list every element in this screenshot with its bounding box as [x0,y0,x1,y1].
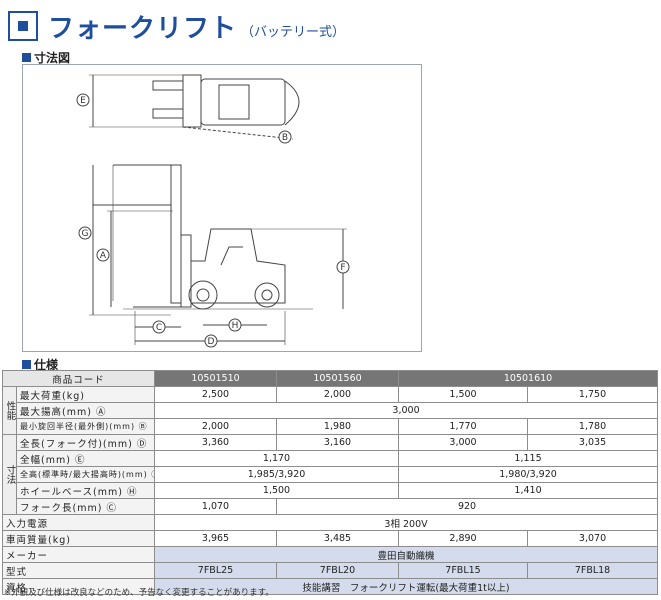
code-cell: 10501610 [398,370,659,387]
table-cell: 2,890 [398,530,529,547]
table-row: 車両質量(kg) 3,965 3,485 2,890 3,070 [1,530,659,547]
title-square-icon [8,11,38,41]
row-label: 最大荷重(kg) [15,386,156,403]
table-cell: 7FBL18 [527,562,659,579]
table-cell: 7FBL25 [154,562,278,579]
table-cell: 1,980 [276,418,400,435]
side-mast-raised [170,164,182,304]
table-cell: 3相 200V [154,514,659,531]
page-title: フォークリフト （バッテリー式） [8,6,345,46]
table-cell: 1,770 [398,418,529,435]
table-row: 最大揚高(mm) Ⓐ 3,000 [3,402,659,419]
table-cell: 3,000 [398,434,529,451]
top-fork-lower [152,108,184,119]
table-cell: 1,500 [398,386,529,403]
table-cell: 7FBL15 [398,562,529,579]
heading-square-icon [22,53,31,62]
table-cell: 2,500 [154,386,278,403]
table-cell: 3,035 [527,434,659,451]
footnote: ※外観及び仕様は改良などのため、予告なく変更することがあります。 [4,588,274,598]
dimension-diagram: E B G A F C H D [22,64,422,352]
table-cell: 技能講習 フォークリフト運転(最大荷重1t以上) [154,578,659,595]
table-row: 最小旋回半径(最外側)(mm) Ⓑ 2,000 1,980 1,770 1,78… [3,418,659,435]
row-label: ホイールベース(mm) Ⓗ [15,482,156,499]
table-cell: 1,500 [154,482,400,499]
table-row: 資格 技能講習 フォークリフト運転(最大荷重1t以上) [1,578,659,595]
row-label: 資格 [1,578,156,595]
top-counterweight [284,80,300,126]
table-cell: 1,985/3,920 [154,466,400,483]
table-cell: 1,780 [527,418,659,435]
header-code-label: 商品コード [1,370,156,387]
row-label: フォーク長(mm) Ⓒ [15,498,156,515]
row-label: 車両質量(kg) [1,530,156,547]
table-cell: 3,965 [154,530,278,547]
table-cell: 豊田自動織機 [154,546,659,563]
label-B: B [282,133,288,143]
table-cell: 7FBL20 [276,562,400,579]
table-cell: 1,170 [154,450,400,467]
title-main: フォークリフト [48,13,238,44]
label-G: G [82,229,89,239]
label-C: C [156,323,162,333]
row-label: 全幅(mm) Ⓔ [15,450,156,467]
side-seat [220,246,243,266]
table-row: 商品コード 10501510 10501560 10501610 [1,370,659,387]
row-label: 最大揚高(mm) Ⓐ [15,402,156,419]
table-row: ホイールベース(mm) Ⓗ 1,500 1,410 [3,482,659,499]
table-row: 性能 最大荷重(kg) 2,500 2,000 1,500 1,750 [2,386,659,435]
row-label: 入力電源 [1,514,156,531]
table-cell: 1,115 [398,450,659,467]
heading-square-icon [22,360,31,369]
table-row: 入力電源 3相 200V [1,514,659,531]
rear-wheel [254,282,280,308]
table-cell: 920 [276,498,659,515]
row-label: メーカー [1,546,156,563]
row-label: 全高(標準時/最大揚高時)(mm) Ⓕ/Ⓖ [15,466,156,483]
row-label: 最小旋回半径(最外側)(mm) Ⓑ [15,418,156,435]
label-H: H [232,321,239,331]
label-A: A [100,251,107,261]
table-row: 全高(標準時/最大揚高時)(mm) Ⓕ/Ⓖ 1,985/3,920 1,980/… [3,466,659,483]
label-D: D [208,337,215,347]
row-label: 全長(フォーク付)(mm) Ⓓ [15,434,156,451]
forklift-drawing: E B G A F C H D [76,74,350,348]
table-cell: 1,410 [398,482,659,499]
title-sub: （バッテリー式） [241,24,346,40]
table-row: 型式 7FBL25 7FBL20 7FBL15 7FBL18 [1,562,659,579]
table-cell: 3,000 [154,402,659,419]
table-row: メーカー 豊田自動織機 [1,546,659,563]
label-F: F [340,263,345,273]
table-cell: 1,070 [154,498,278,515]
table-cell: 2,000 [154,418,278,435]
code-cell: 10501560 [276,370,400,387]
table-row: フォーク長(mm) Ⓒ 1,070 920 [3,498,659,515]
category-performance: 性能 [2,386,17,435]
top-body [200,78,286,126]
top-turn-arc [182,126,294,140]
dims-heading: 寸法図 [22,49,70,66]
table-cell: 3,070 [527,530,659,547]
table-row: 全幅(mm) Ⓔ 1,170 1,115 [3,450,659,467]
category-dimensions: 寸法 [2,434,17,515]
top-fork-upper [152,80,184,91]
front-wheel [188,280,218,310]
label-E: E [80,96,86,106]
spec-heading: 仕様 [22,356,58,373]
top-mast [182,74,202,128]
top-seat [218,84,250,120]
table-row: 寸法 全長(フォーク付)(mm) Ⓓ 3,360 3,160 3,000 3,0… [2,434,659,515]
table-cell: 1,750 [527,386,659,403]
table-cell: 1,980/3,920 [398,466,659,483]
table-cell: 3,485 [276,530,400,547]
spec-table: 商品コード 10501510 10501560 10501610 性能 最大荷重… [1,370,659,595]
table-cell: 2,000 [276,386,400,403]
row-label: 型式 [1,562,156,579]
code-cell: 10501510 [154,370,278,387]
table-cell: 3,360 [154,434,278,451]
table-cell: 3,160 [276,434,400,451]
